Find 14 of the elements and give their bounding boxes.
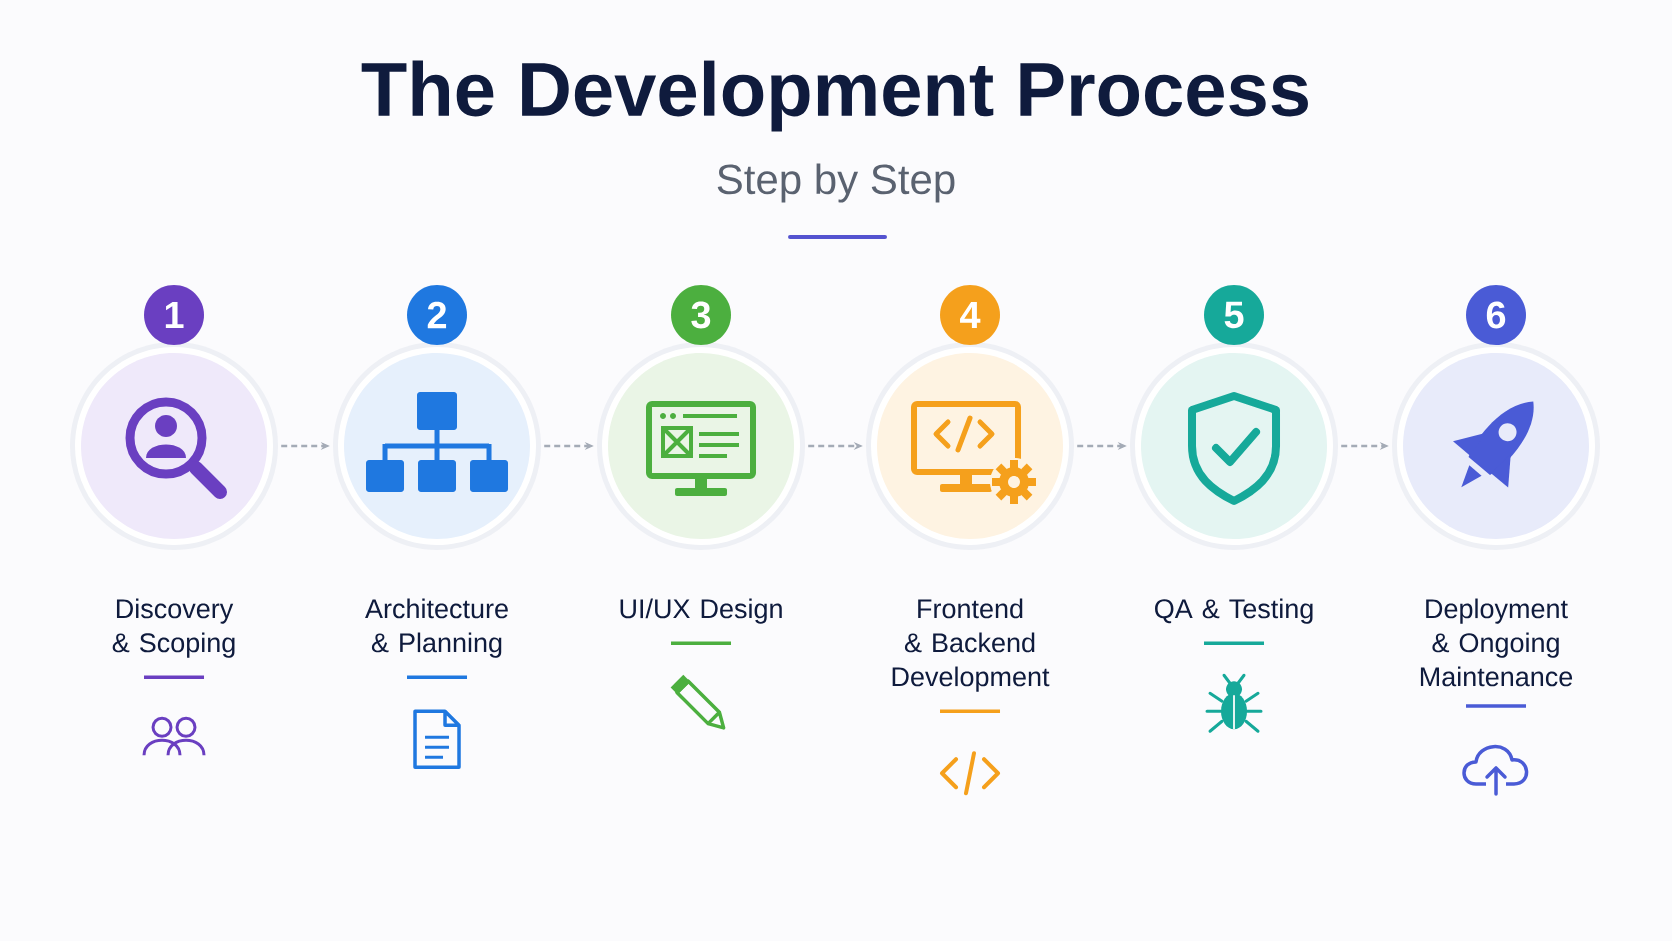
title: The Development Process <box>361 60 1308 132</box>
step-label: Frontend & Backend Development <box>892 598 1050 692</box>
number-badge: 6 <box>1466 285 1526 345</box>
step-label: UI/UX Design <box>620 598 782 624</box>
step-label: Discovery & Scoping <box>112 598 235 658</box>
step-label: QA & Testing <box>1155 598 1313 624</box>
number-badge: 2 <box>407 285 467 345</box>
subtitle: Step by Step <box>717 163 955 203</box>
step-label: Architecture & Planning <box>365 598 508 658</box>
number-badge: 1 <box>144 285 204 345</box>
number-badge: 4 <box>940 285 1000 345</box>
step-label: Deployment & Ongoing Maintenance <box>1420 598 1573 687</box>
number-badge: 3 <box>671 285 731 345</box>
number-badge: 5 <box>1204 285 1264 345</box>
